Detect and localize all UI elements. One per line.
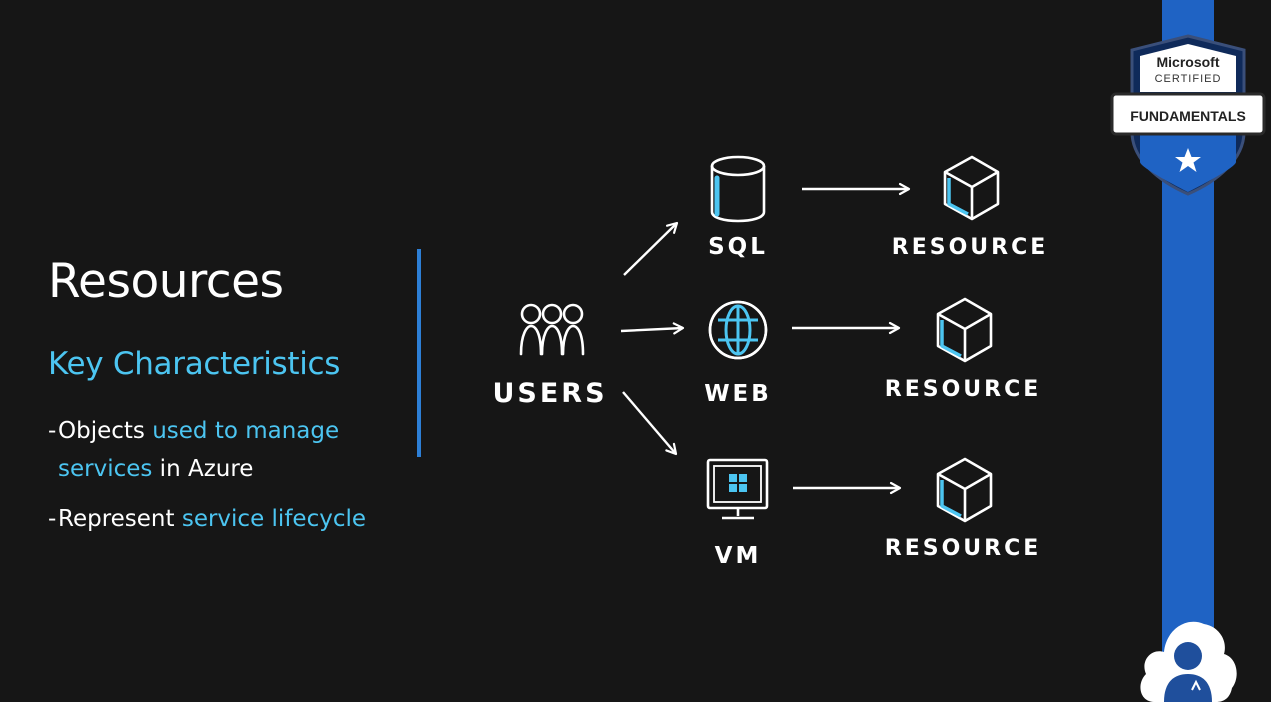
bullet-1-text: Objects bbox=[58, 418, 153, 444]
slide-subtitle: Key Characteristics bbox=[48, 346, 341, 382]
sql-label: SQL bbox=[708, 234, 768, 260]
arrow-users-web bbox=[620, 322, 685, 335]
resource-label-2: RESOURCE bbox=[885, 377, 1042, 402]
vm-label: VM bbox=[715, 543, 762, 569]
arrow-users-vm bbox=[622, 391, 678, 456]
bullet-1-highlight-2: services bbox=[58, 456, 153, 482]
bullet-2: -Represent service lifecycle bbox=[48, 506, 367, 532]
users-icon bbox=[519, 303, 585, 356]
monitor-windows-icon bbox=[706, 458, 769, 520]
bullet-2-text: Represent bbox=[58, 506, 182, 532]
web-label: WEB bbox=[704, 381, 772, 407]
bullet-2-highlight: service lifecycle bbox=[181, 506, 367, 532]
badge-banner: FUNDAMENTALS bbox=[1130, 108, 1246, 124]
slide-title: Resources bbox=[48, 254, 284, 309]
globe-icon bbox=[708, 300, 768, 360]
bullet-1: -Objects used to manage services in Azur… bbox=[48, 418, 340, 482]
cube-icon bbox=[943, 155, 1000, 221]
resource-label-3: RESOURCE bbox=[885, 536, 1042, 561]
certification-badge: Microsoft CERTIFIED FUNDAMENTALS bbox=[1110, 34, 1266, 196]
badge-line1: Microsoft bbox=[1157, 54, 1220, 70]
cube-icon bbox=[936, 457, 993, 523]
star-icon bbox=[1175, 148, 1201, 172]
avatar bbox=[1140, 621, 1237, 702]
arrow-users-sql bbox=[623, 221, 679, 276]
resource-label-1: RESOURCE bbox=[892, 235, 1049, 260]
resource-diagram: USERS SQL WEB VM RESOURCE bbox=[492, 155, 1049, 569]
badge-line2: CERTIFIED bbox=[1155, 73, 1222, 85]
database-icon bbox=[710, 155, 766, 223]
bullet-1-text-after: in Azure bbox=[152, 456, 254, 482]
divider-line bbox=[417, 249, 421, 457]
bullet-1-highlight: used to manage bbox=[152, 418, 340, 444]
users-label: USERS bbox=[492, 378, 607, 409]
cube-icon bbox=[936, 297, 993, 363]
